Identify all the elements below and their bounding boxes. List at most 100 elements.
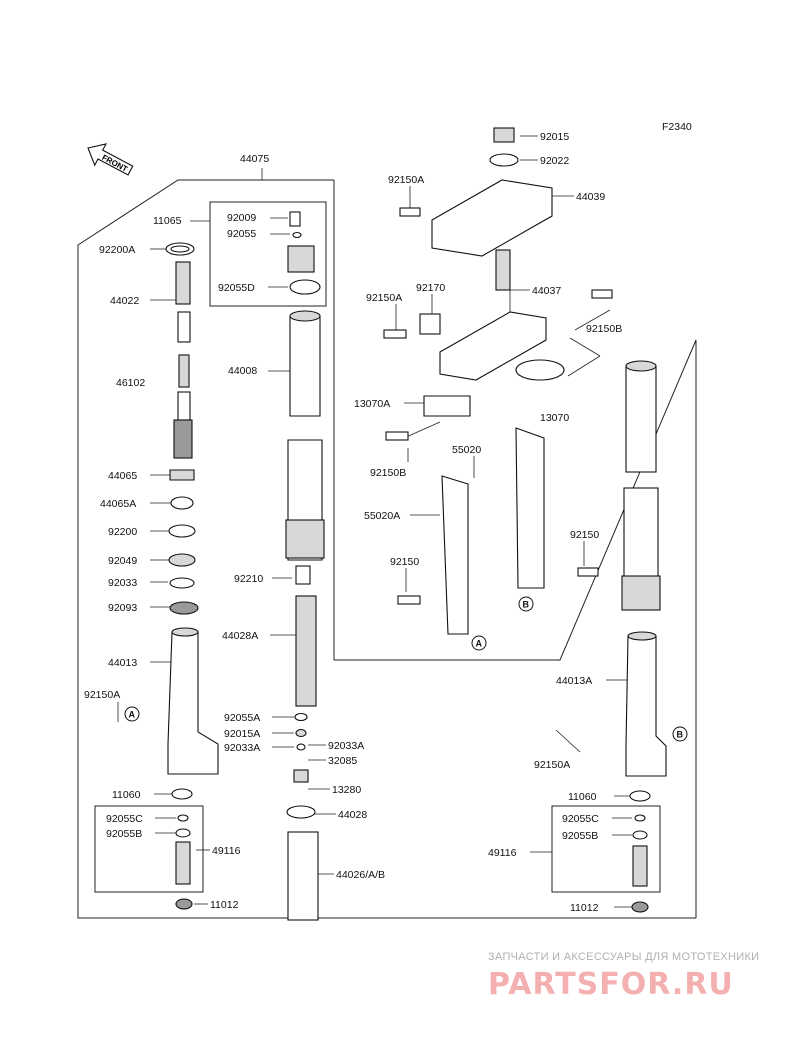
part-label: 92055B — [106, 828, 142, 840]
svg-text:B: B — [523, 600, 530, 610]
part-label: 44039 — [576, 191, 605, 203]
valve-49116-right — [632, 845, 648, 887]
rod-46102 — [178, 354, 190, 388]
clip-92033 — [169, 577, 195, 589]
bushing-44065 — [169, 469, 195, 481]
part-label: 92055A — [224, 712, 260, 724]
callout-b-guard: B — [518, 596, 534, 612]
part-label: 92210 — [234, 573, 263, 585]
nut-11012-right — [631, 901, 649, 913]
right-inner-tube-bottom — [623, 487, 659, 579]
part-label: 92055D — [218, 282, 255, 294]
spring-44026 — [287, 831, 319, 921]
part-label: 92150A — [84, 689, 120, 701]
part-label: 44022 — [110, 295, 139, 307]
left-fork-frame — [77, 179, 334, 919]
part-label: 13070 — [540, 412, 569, 424]
part-label: 11065 — [153, 215, 182, 227]
part-label: 44013 — [108, 657, 137, 669]
part-label: 92015A — [224, 728, 260, 740]
washer-92200 — [168, 524, 196, 538]
callout-a-left: A — [124, 706, 140, 722]
part-label: 11012 — [210, 899, 239, 911]
guard-clamp-13070A — [423, 395, 471, 417]
oring-92055D — [289, 279, 321, 295]
part-label: 44065 — [108, 470, 137, 482]
inner-tube-44008-top — [289, 315, 321, 417]
nut-11012-left — [175, 898, 193, 910]
part-label: 55020A — [364, 510, 400, 522]
part-label: 44013A — [556, 675, 592, 687]
part-label: 92033 — [108, 577, 137, 589]
callout-b-right: B — [672, 726, 688, 742]
svg-text:B: B — [677, 730, 684, 740]
svg-text:A: A — [476, 639, 483, 649]
cartridge-44028A — [295, 595, 317, 707]
part-label: 55020 — [452, 444, 481, 456]
collar-92210 — [295, 565, 311, 585]
cap-bolt — [287, 245, 315, 273]
part-label: 92170 — [416, 282, 445, 294]
right-fork-parts — [621, 360, 667, 913]
bushing-44065A — [170, 496, 194, 510]
part-label: 92150A — [534, 759, 570, 771]
outer-tube-44013 — [167, 631, 219, 775]
part-label: 49116 — [212, 845, 241, 857]
inner-tube-column — [285, 211, 325, 921]
washer-11060-right — [629, 790, 651, 802]
part-label: 92049 — [108, 555, 137, 567]
cap-kit-box — [209, 201, 327, 307]
outer-tube-44013A — [625, 635, 667, 777]
part-label: 92150B — [586, 323, 622, 335]
part-label: 44028A — [222, 630, 258, 642]
part-label: 11060 — [112, 789, 141, 801]
seal-92093 — [169, 601, 199, 615]
bracket-92170 — [419, 313, 441, 335]
group-frames — [77, 179, 697, 919]
seat-44028 — [286, 805, 316, 819]
washer-92022 — [489, 153, 519, 167]
part-label: 92055 — [227, 228, 256, 240]
part-label: 44008 — [228, 365, 257, 377]
right-inner-tube-top — [625, 365, 657, 473]
part-label: 13070A — [354, 398, 390, 410]
front-arrow-icon: FRONT — [87, 143, 134, 176]
part-label: 92055C — [562, 813, 599, 825]
part-label: 92200A — [99, 244, 135, 256]
part-label: 92015 — [540, 131, 569, 143]
part-label: 92150 — [570, 529, 599, 541]
bolt-92009 — [289, 211, 301, 227]
part-label: 92033A — [224, 742, 260, 754]
part-label: 92022 — [540, 155, 569, 167]
part-label: 92093 — [108, 602, 137, 614]
part-label: 13280 — [332, 784, 361, 796]
fork-guard-13070 — [515, 427, 545, 589]
washer-11060-left — [171, 788, 193, 800]
piston-rod — [177, 311, 191, 343]
top-clamp-44039 — [431, 179, 553, 257]
part-label: 92150B — [370, 467, 406, 479]
part-labels: 44075 11065 92009 92055 92200A 92055D 44… — [84, 131, 622, 914]
part-label: 32085 — [328, 755, 357, 767]
part-label: 92150A — [366, 292, 402, 304]
part-label: 11012 — [570, 902, 599, 914]
left-column-parts — [165, 242, 219, 910]
watermark-tagline: ЗАПЧАСТИ И АКСЕССУАРЫ ДЛЯ МОТОТЕХНИКИ — [488, 951, 759, 963]
nut-92015 — [493, 127, 515, 143]
valve-stack — [173, 419, 193, 459]
svg-text:A: A — [129, 710, 136, 720]
nut-13280 — [293, 769, 309, 783]
stem-44037 — [495, 249, 511, 291]
part-label: 44065A — [100, 498, 136, 510]
valve-49116-left — [175, 841, 191, 885]
part-label: 92055C — [106, 813, 143, 825]
part-label: 92009 — [227, 212, 256, 224]
part-label: 44028 — [338, 809, 367, 821]
diagram-code: F2340 — [662, 121, 692, 133]
part-label: 44075 — [240, 153, 269, 165]
watermark-brand: PARTSFOR.RU — [488, 967, 734, 1002]
callout-a-guard: A — [471, 635, 487, 651]
valve-box-right — [551, 805, 661, 893]
part-label: 44026/A/B — [336, 869, 385, 881]
